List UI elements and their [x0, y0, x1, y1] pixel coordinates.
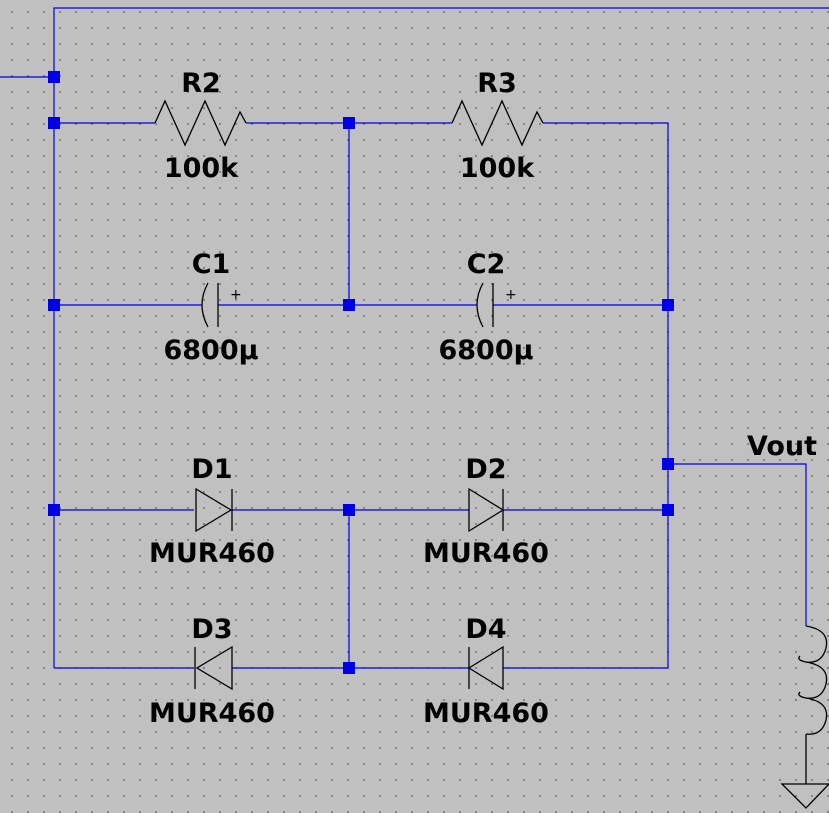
- r2-value-label: 100k: [164, 153, 239, 184]
- d1-ref-label: D1: [191, 454, 232, 485]
- junction-node: [662, 299, 674, 311]
- vout-net-label: Vout: [747, 431, 817, 462]
- diode-d4-symbol: [467, 645, 504, 691]
- junction-node: [662, 504, 674, 516]
- c2-ref-label: C2: [467, 249, 506, 280]
- resistor-r2-symbol: [154, 99, 247, 147]
- wire-r3-right: [543, 122, 669, 305]
- junction-node: [48, 117, 60, 129]
- junction-node: [662, 458, 674, 470]
- wire-vout: [668, 463, 807, 626]
- c2-value-label: 6800µ: [438, 335, 533, 366]
- capacitor-c2-symbol: +: [476, 282, 517, 328]
- diode-d3-symbol: [194, 645, 233, 691]
- junction-node: [48, 299, 60, 311]
- junction-node: [48, 71, 60, 83]
- c1-value-label: 6800µ: [163, 335, 258, 366]
- polarity-mark: +: [230, 287, 242, 303]
- d3-ref-label: D3: [191, 614, 232, 645]
- ground-symbol: [780, 760, 829, 809]
- d4-ref-label: D4: [465, 614, 506, 645]
- polarity-mark: +: [505, 287, 517, 303]
- c1-ref-label: C1: [192, 249, 231, 280]
- junction-node: [343, 299, 355, 311]
- r3-value-label: 100k: [460, 153, 535, 184]
- diode-d2-symbol: [468, 487, 505, 533]
- capacitor-c1-symbol: +: [201, 282, 242, 328]
- wire-top-rail: [53, 7, 829, 77]
- junction-nodes: [48, 71, 674, 674]
- d4-value-label: MUR460: [423, 698, 549, 729]
- d3-value-label: MUR460: [149, 698, 275, 729]
- junction-node: [343, 662, 355, 674]
- r2-ref-label: R2: [181, 68, 221, 99]
- junction-node: [343, 504, 355, 516]
- junction-node: [343, 117, 355, 129]
- d2-value-label: MUR460: [423, 538, 549, 569]
- inductor-symbol: [798, 625, 828, 760]
- resistor-r3-symbol: [451, 99, 544, 147]
- junction-node: [48, 504, 60, 516]
- diode-d1-symbol: [195, 487, 233, 533]
- d2-ref-label: D2: [465, 454, 506, 485]
- wires: [0, 7, 829, 669]
- d1-value-label: MUR460: [149, 538, 275, 569]
- r3-ref-label: R3: [477, 68, 517, 99]
